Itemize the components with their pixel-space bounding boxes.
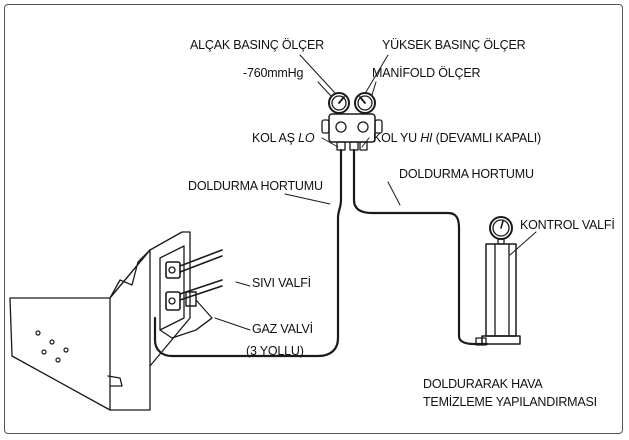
liquid-valve-label: SIVI VALFİ	[252, 276, 311, 290]
low-pressure-gauge-dial	[328, 92, 350, 114]
diagram-frame	[4, 4, 623, 434]
gas-valve-note: (3 YOLLU)	[246, 344, 304, 358]
high-pressure-gauge-label: YÜKSEK BASINÇ ÖLÇER	[382, 38, 526, 52]
high-pressure-gauge-dial	[354, 92, 376, 114]
charging-hoses	[153, 148, 489, 358]
close-hi-prefix: KOL YU	[373, 131, 421, 145]
manifold-gauge-set	[321, 92, 383, 151]
charge-hose-left-label: DOLDURMA HORTUMU	[188, 179, 323, 193]
open-lo-label: KOL AŞ LO	[252, 131, 315, 145]
charge-hose-right-label: DOLDURMA HORTUMU	[399, 167, 534, 181]
close-hi-suffix: (DEVAMLI KAPALI)	[432, 131, 542, 145]
manifold-gauge-label: MANİFOLD ÖLÇER	[372, 66, 481, 80]
outdoor-unit	[9, 231, 223, 411]
low-pressure-gauge-label: ALÇAK BASINÇ ÖLÇER	[190, 38, 324, 52]
control-valve-label: KONTROL VALFİ	[520, 218, 615, 232]
open-lo-italic: LO	[298, 131, 315, 145]
caption-line-2: TEMİZLEME YAPILANDIRMASI	[423, 395, 597, 409]
open-lo-prefix: KOL AŞ	[252, 131, 299, 145]
caption-line-1: DOLDURARAK HAVA	[423, 377, 543, 391]
gas-valve-label: GAZ VALVİ	[252, 322, 313, 336]
close-hi-label: KOL YU HI (DEVAMLI KAPALI)	[373, 131, 541, 145]
control-valve-cylinder	[475, 216, 521, 346]
vacuum-reading-label: -760mmHg	[243, 66, 304, 80]
leader-lines	[214, 54, 537, 331]
close-hi-italic: HI	[420, 131, 433, 145]
